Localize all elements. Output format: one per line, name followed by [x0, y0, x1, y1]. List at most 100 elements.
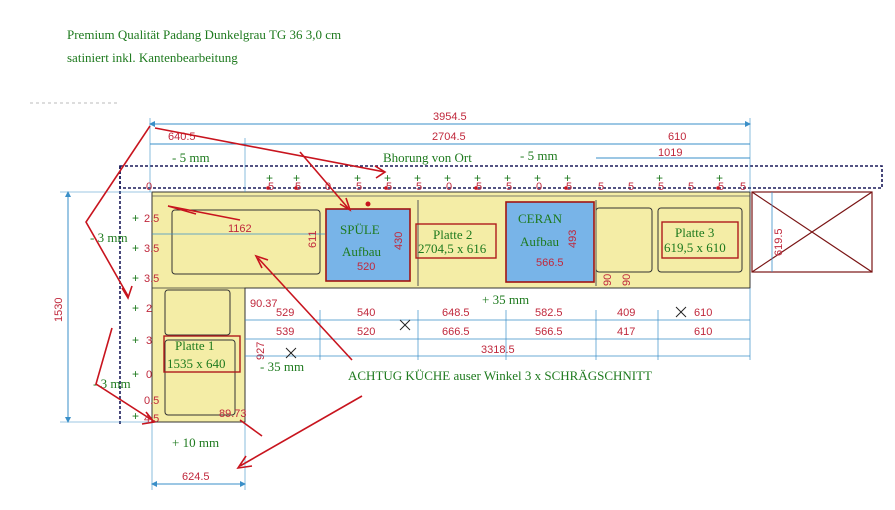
plate2-size: 2704,5 x 616	[418, 241, 487, 256]
top-mark: 5	[416, 181, 422, 193]
wall-outline-dashed	[119, 165, 883, 189]
side-mark: 0	[146, 369, 152, 381]
top-mark: 0	[325, 181, 331, 193]
dim-1530: 1530	[53, 298, 65, 322]
svg-text:+: +	[132, 367, 139, 381]
dim-row1-5: 610	[694, 307, 712, 319]
svg-text:+: +	[656, 171, 663, 185]
spuele-aufbau: Aufbau	[342, 244, 381, 259]
svg-text:+: +	[414, 171, 421, 185]
dim-1019: 1019	[658, 147, 682, 159]
cabinet-block	[164, 289, 231, 336]
plate1-label-box	[163, 335, 241, 373]
side-mark: 3.5	[144, 243, 159, 255]
spuele-width: 520	[357, 261, 375, 273]
side-mark: 2	[146, 303, 152, 315]
note-minus-3-top: - 3 mm	[90, 230, 128, 245]
top-mark: 5	[598, 181, 604, 193]
top-mark: 0	[446, 181, 452, 193]
top-mark: 5	[740, 181, 746, 193]
svg-text:+: +	[716, 171, 723, 185]
dim-611: 611	[307, 230, 319, 248]
side-mark: 2.5	[144, 213, 159, 225]
dim-row2-3: 566.5	[535, 326, 563, 338]
svg-text:+: +	[474, 171, 481, 185]
top-mark: 5	[356, 181, 362, 193]
header-finish: satiniert inkl. Kantenbearbeitung	[67, 50, 238, 65]
dim-row1-0: 529	[276, 307, 294, 319]
dim-row1-4: 409	[617, 307, 635, 319]
top-mark: 5	[628, 181, 634, 193]
dim-right-610: 610	[668, 131, 686, 143]
angle-90-37: 90.37	[250, 298, 278, 310]
ceran-width: 566.5	[536, 257, 564, 269]
sink-cutout	[325, 208, 411, 282]
header-material: Premium Qualität Padang Dunkelgrau TG 36…	[67, 27, 342, 42]
plate1-size: 1535 x 640	[167, 356, 226, 371]
dim-total-top: 3954.5	[433, 111, 467, 123]
dim-927: 927	[255, 342, 267, 360]
dim-row2-2: 666.5	[442, 326, 470, 338]
plate2-name: Platte 2	[433, 227, 472, 242]
dim-1162: 1162	[228, 223, 252, 235]
ceran-label: CERAN	[518, 211, 563, 226]
ceran-height: 493	[567, 230, 579, 248]
plate2-label-box	[415, 223, 497, 259]
bottom-mark: 90	[602, 274, 614, 286]
row-ticks	[319, 288, 751, 360]
dim-row2-5: 610	[694, 326, 712, 338]
plate3-name: Platte 3	[675, 225, 714, 240]
cabinet-block	[171, 209, 321, 275]
angle-89-73: 89.73	[219, 408, 247, 420]
top-mark: 5	[658, 181, 664, 193]
dim-total-bottom: 3318.5	[481, 344, 515, 356]
svg-text:+: +	[132, 301, 139, 315]
side-mark: 0.5	[144, 395, 159, 407]
plate3-size: 619,5 x 610	[664, 240, 726, 255]
svg-text:+: +	[354, 171, 361, 185]
cabinet-block	[164, 339, 236, 416]
note-minus-3-bottom: - 3 mm	[93, 376, 131, 391]
plate3-label-box	[661, 221, 739, 259]
top-marks: 5 5 5 5 5 5 5 5 5 5 5 5 5 5 0 0 0 0	[146, 181, 746, 193]
dim-row2-1: 520	[357, 326, 375, 338]
cross-marker-icon	[285, 306, 687, 359]
top-mark: 5	[566, 181, 572, 193]
svg-text:+: +	[444, 171, 451, 185]
dim-row2-4: 417	[617, 326, 635, 338]
note-minus-5-left: - 5 mm	[172, 150, 210, 165]
top-mark: 5	[688, 181, 694, 193]
red-dot-icon	[266, 186, 720, 207]
svg-text:+: +	[384, 171, 391, 185]
dim-624: 624.5	[182, 471, 210, 483]
spuele-label: SPÜLE	[340, 222, 380, 237]
svg-text:+: +	[293, 171, 300, 185]
top-mark: 0	[146, 181, 152, 193]
plus-marker-icon: +++ +++ +++ +++	[266, 171, 723, 185]
svg-text:+: +	[266, 171, 273, 185]
svg-text:+: +	[132, 211, 139, 225]
svg-text:+: +	[132, 271, 139, 285]
svg-text:+: +	[564, 171, 571, 185]
dim-row1-1: 540	[357, 307, 375, 319]
cooktop-cutout	[505, 201, 595, 283]
plate1-name: Platte 1	[175, 338, 214, 353]
svg-text:+: +	[132, 409, 139, 423]
plus-marker-icon: +++ +++ +	[132, 211, 139, 423]
note-plus-10: + 10 mm	[172, 435, 219, 450]
note-bohrung: Bhorung von Ort	[383, 150, 472, 165]
cabinet-block	[657, 207, 743, 273]
note-plus-35-right: + 35 mm	[482, 292, 529, 307]
bottom-mark: 90	[621, 274, 633, 286]
side-mark: 3	[146, 335, 152, 347]
dim-619-5: 619.5	[773, 228, 785, 256]
top-mark: 5	[295, 181, 301, 193]
svg-text:+: +	[534, 171, 541, 185]
tall-cabinet-box	[751, 191, 873, 273]
top-mark: 5	[506, 181, 512, 193]
top-mark: 5	[718, 181, 724, 193]
red-arrow-icon	[85, 125, 387, 470]
note-minus-5-right: - 5 mm	[520, 148, 558, 163]
